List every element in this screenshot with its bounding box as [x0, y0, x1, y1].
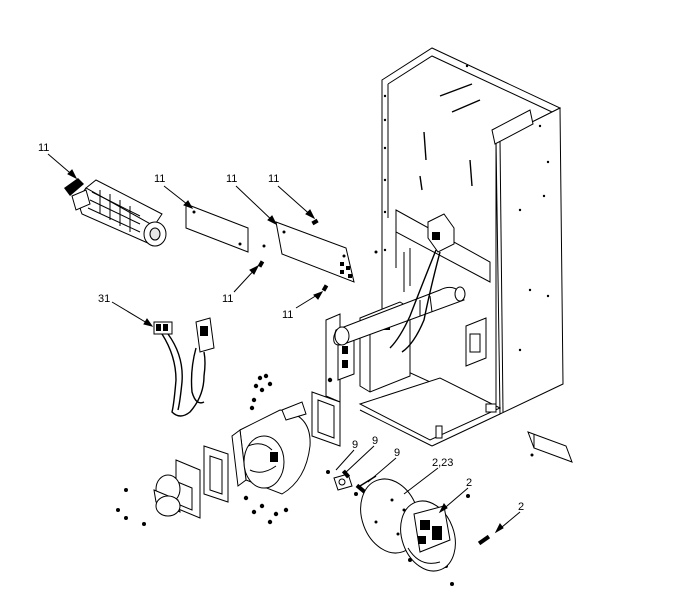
blower-gasket: [203, 445, 229, 503]
loose-screws: [116, 373, 470, 586]
combustion-blower-housing: [231, 401, 311, 495]
mounting-plate-1: [185, 203, 249, 253]
gasket-flange: [311, 391, 341, 447]
cabinet: [325, 47, 564, 447]
callout-label: 11: [282, 309, 293, 321]
blower-motor: [153, 459, 201, 519]
callout-label: 11: [38, 142, 49, 154]
callout-leaders: [47, 153, 521, 534]
igniter-parts: [333, 469, 377, 494]
callout-label: 31: [98, 293, 110, 305]
callout-label: 11: [226, 173, 237, 185]
callout-label: 11: [268, 173, 279, 185]
mounting-plate-2: [275, 221, 355, 283]
screw-right: [477, 534, 491, 546]
callout-label: 9: [352, 439, 358, 451]
callout-label: 9: [394, 447, 400, 459]
callout-label: 11: [154, 173, 165, 185]
exhaust-motor: [400, 500, 456, 572]
callout-label: 2,23: [432, 457, 453, 469]
callout-label: 11: [222, 293, 233, 305]
side-bracket: [527, 431, 573, 463]
callout-label: 2: [466, 477, 472, 489]
plate-screws: [257, 218, 378, 292]
wire-harness: [153, 317, 215, 417]
callout-label: 9: [372, 435, 378, 447]
convection-blower: [64, 178, 167, 247]
callout-label: 2: [518, 501, 524, 513]
